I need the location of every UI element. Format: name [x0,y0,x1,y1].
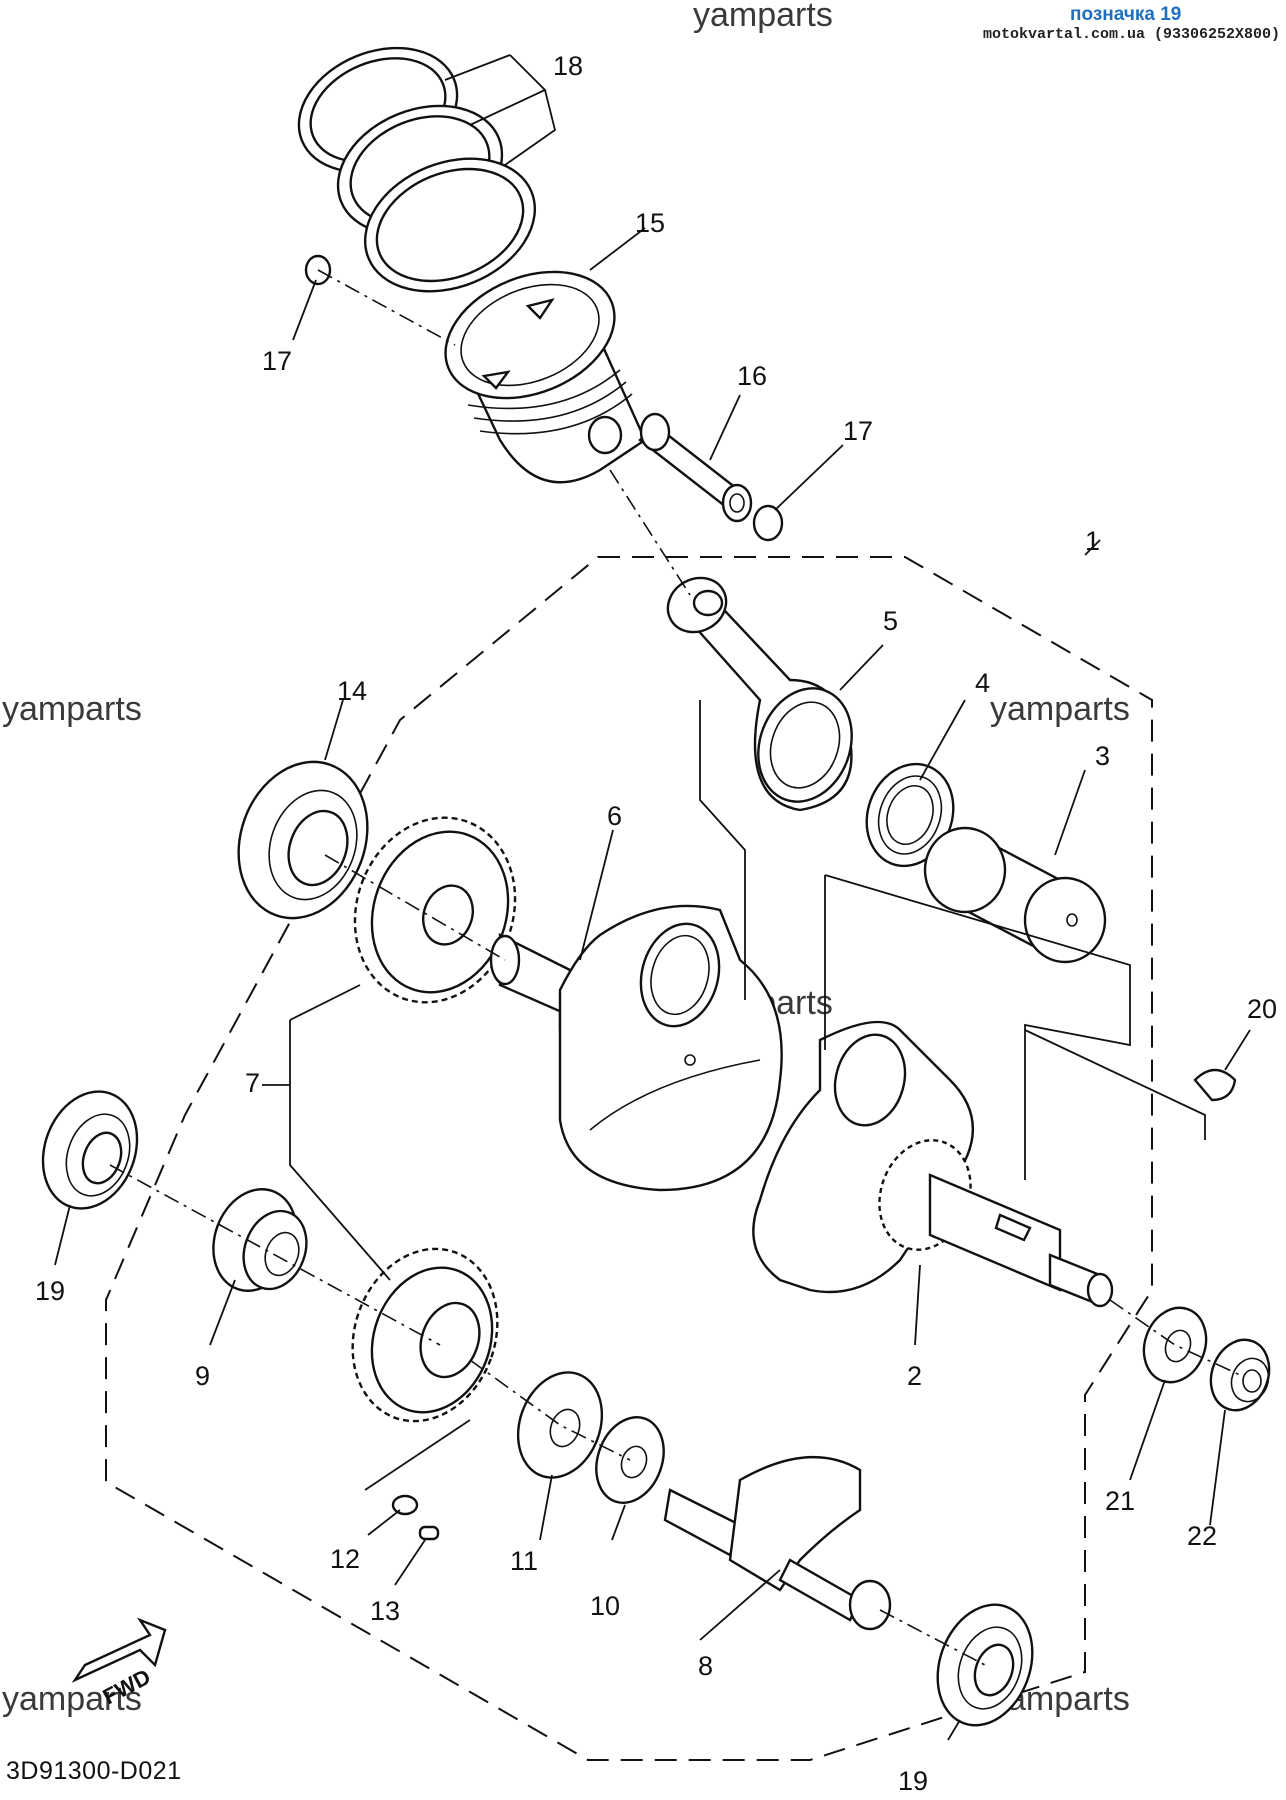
callout-19: 19 [35,1276,65,1306]
callout-5: 5 [883,606,898,636]
washer [516,1371,604,1479]
bracket-line [699,700,746,1000]
assembly-axis [324,854,506,961]
leader-line [394,1539,426,1586]
piston-rings [297,46,537,293]
watermark: yamparts [990,690,1130,728]
pin [418,1525,440,1541]
callout-18: 18 [553,51,583,81]
crank-pin [923,826,1107,964]
callout-11: 11 [510,1546,538,1576]
assembly-axis [317,269,456,346]
diagram-title: позначка 19 [1070,4,1182,25]
circlip [752,504,784,542]
callout-9: 9 [195,1361,210,1391]
connecting-rod [666,576,853,812]
right-crank-web [752,1020,1114,1308]
callout-2: 2 [907,1361,922,1391]
leader-line [914,1264,921,1346]
assembly-axis [609,469,691,596]
callout-4: 4 [975,668,990,698]
leader-line [292,279,317,341]
callout-6: 6 [607,801,622,831]
needle-bearing [865,762,955,868]
callout-16: 16 [737,361,767,391]
leader-line [324,699,344,761]
diagram-code: 3D91300-D021 [6,1757,182,1785]
leader-line [919,699,966,781]
watermark: yamparts [2,1680,142,1718]
bearing [936,1603,1034,1727]
leader-line [1224,1029,1251,1071]
spring [391,1494,419,1516]
leader-line [699,1569,781,1641]
leader-line [504,89,557,166]
assembly-axis [879,1609,986,1666]
bearing [237,760,369,920]
piston [444,270,647,484]
piston-pin [638,412,753,523]
bracket-line [364,1419,471,1491]
source-site-label: motokvartal.com.ua (93306252X800) [982,26,1280,43]
driven-gear [351,1247,499,1423]
bracket-line [289,984,361,1021]
drive-gear [353,816,517,1004]
callout-7: 7 [245,1068,260,1098]
bracket-line [289,1020,391,1281]
callout-13: 13 [370,1596,400,1626]
callout-20: 20 [1247,994,1277,1024]
woodruff-key [1193,1068,1237,1102]
balancer-shaft [663,1455,892,1631]
callout-19: 19 [898,1766,928,1796]
leader-line [589,227,646,271]
leader-line [54,1204,71,1266]
callout-15: 15 [635,208,665,238]
watermark: yamparts [693,0,833,34]
assembly-axis [109,1164,441,1346]
assembly-axis [1109,1299,1241,1376]
leader-line [209,1279,236,1346]
callout-17: 17 [262,346,292,376]
bracket-line [824,874,1131,1180]
callout-21: 21 [1105,1486,1135,1516]
bearing [41,1090,139,1210]
callout-22: 22 [1187,1521,1217,1551]
nut [1209,1338,1271,1412]
leader-line [1129,1379,1166,1481]
leader-line [539,1474,553,1541]
leader-line [444,54,511,81]
callout-3: 3 [1095,741,1110,771]
leader-line [839,644,884,691]
callout-8: 8 [698,1651,713,1681]
watermark: yamparts [2,690,142,728]
leader-line [709,394,741,461]
leader-line [1209,1409,1226,1526]
callout-1: 1 [1085,526,1100,556]
leader-line [611,1504,626,1541]
leader-line [1084,539,1101,556]
callout-10: 10 [590,1591,620,1621]
leader-line [1054,769,1086,856]
callout-12: 12 [330,1544,360,1574]
leader-line [579,829,614,961]
callout-14: 14 [337,676,367,706]
callout-17: 17 [843,416,873,446]
leader-line [947,1719,961,1741]
assembly-axis [469,1359,631,1461]
left-crank-web [489,904,783,1192]
gear-hub [212,1188,308,1292]
leader-line [774,444,844,511]
crankshaft-assembly-boundary [105,556,1153,1761]
washer [1142,1306,1208,1384]
leader-line [367,1509,401,1536]
bracket-line [1024,1029,1206,1140]
